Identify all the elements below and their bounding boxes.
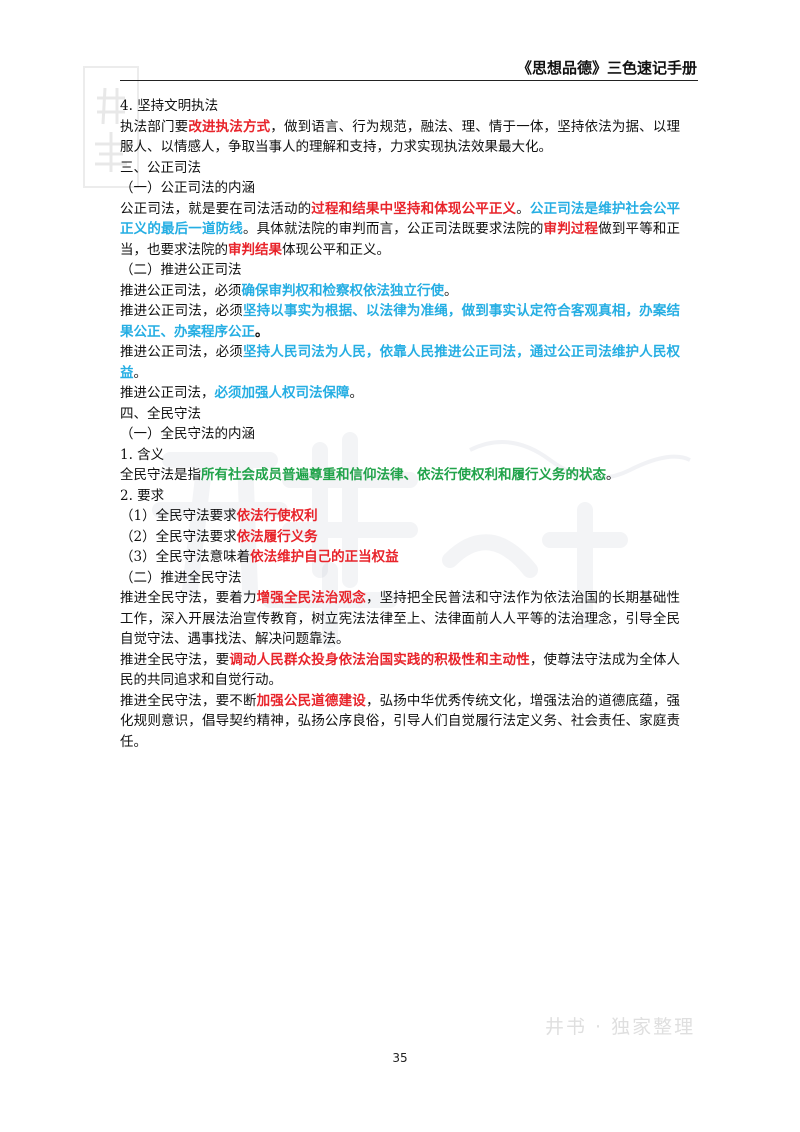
paragraph: 推进公正司法，必须坚持以事实为根据、以法律为准绳，做到事实认定符合客观真相，办案… <box>120 301 680 342</box>
paragraph: 推进全民守法，要调动人民群众投身依法治国实践的积极性和主动性，使尊法守法成为全体… <box>120 650 680 691</box>
text: 推进全民守法，要 <box>120 651 230 668</box>
highlight-red: 审判过程 <box>543 221 599 237</box>
logo-stamp <box>83 66 139 188</box>
logo-stamp-graphic <box>95 87 127 172</box>
paragraph: 推进公正司法，必须确保审判权和检察权依法独立行使。 <box>120 281 680 302</box>
item-heading: 1. 含义 <box>120 446 165 463</box>
text: 体现公平和正义。 <box>282 241 390 258</box>
text: 推进公正司法，必须 <box>120 303 243 319</box>
paragraph: 推进全民守法，要不断加强公民道德建设，弘扬中华优秀传统文化，增强法治的道德底蕴，… <box>120 691 680 753</box>
text: 推进公正司法，必须 <box>120 344 243 360</box>
highlight-red: 改进执法方式 <box>188 118 271 135</box>
text: （1）全民守法要求 <box>120 508 237 524</box>
text: 。 <box>255 323 269 340</box>
paragraph: 公正司法，就是要在司法活动的过程和结果中坚持和体现公平正义。公正司法是维护社会公… <box>120 199 680 261</box>
text: 。 <box>606 467 620 483</box>
highlight-red: 依法维护自己的正当权益 <box>250 549 399 565</box>
text: 推进全民守法，要不断 <box>120 692 257 709</box>
text: 公正司法，就是要在司法活动的 <box>120 200 312 217</box>
header-divider <box>120 80 698 81</box>
text: 。具体就法院的审判而言，公正司法既要求法院的 <box>242 221 544 237</box>
page-number: 35 <box>392 1051 408 1065</box>
text: ，弘扬中华优秀传统文化，增强法治的道德底蕴，强化规则意识，倡导契约精神，弘扬公序… <box>120 692 681 750</box>
section-heading: 三、公正司法 <box>120 159 201 176</box>
paragraph: 全民守法是指所有社会成员普遍尊重和信仰法律、依法行使权利和履行义务的状态。 <box>120 465 680 486</box>
paragraph: 推进全民守法，要着力增强全民法治观念，坚持把全民普法和守法作为依法治国的长期基础… <box>120 588 680 650</box>
highlight-red: 加强公民道德建设 <box>256 692 366 709</box>
list-item: （3）全民守法意味着依法维护自己的正当权益 <box>120 547 680 568</box>
highlight-blue: 坚持人民司法为人民，依靠人民推进公正司法，通过公正司法维护人民权益 <box>120 344 681 381</box>
list-item: （2）全民守法要求依法履行义务 <box>120 527 680 548</box>
watermark <box>150 420 710 650</box>
highlight-blue: 确保审判权和检察权依法独立行使 <box>241 282 445 299</box>
highlight-blue: 公正司法是维护社会公平正义的最后一道防线 <box>120 200 681 238</box>
section-heading: 4. 坚持文明执法 <box>120 98 219 114</box>
watermark-graphic <box>152 432 691 648</box>
highlight-red: 依法行使权利 <box>236 508 318 524</box>
page-header-title: 《思想品德》三色速记手册 <box>516 59 697 77</box>
highlight-blue: 坚持以事实为根据、以法律为准绳，做到事实认定符合客观真相，办案结果公正、办案程序… <box>120 303 681 340</box>
text: 。 <box>444 282 458 299</box>
text: （3）全民守法意味着 <box>120 549 251 565</box>
text: 推进全民守法，要着力 <box>120 590 257 606</box>
item-heading: 2. 要求 <box>120 487 165 504</box>
paragraph: 推进公正司法，必须坚持人民司法为人民，依靠人民推进公正司法，通过公正司法维护人民… <box>120 342 680 383</box>
highlight-red: 依法履行义务 <box>236 528 318 545</box>
highlight-red: 调动人民群众投身依法治国实践的积极性和主动性 <box>229 651 530 668</box>
text: 。 <box>516 200 530 217</box>
paragraph: 执法部门要改进执法方式，做到语言、行为规范，融法、理、情于一体，坚持依法为据、以… <box>120 117 680 158</box>
document-body: 4. 坚持文明执法 执法部门要改进执法方式，做到语言、行为规范，融法、理、情于一… <box>120 96 680 752</box>
subsection-heading: （二）推进全民守法 <box>120 569 242 586</box>
subsection-heading: （一）公正司法的内涵 <box>120 180 255 196</box>
highlight-green: 所有社会成员普遍尊重和信仰法律、依法行使权利和履行义务的状态 <box>201 467 606 483</box>
text: （2）全民守法要求 <box>120 528 237 545</box>
text: 推进公正司法， <box>120 385 215 401</box>
highlight-red: 过程和结果中坚持和体现公平正义 <box>311 200 517 217</box>
subsection-heading: （二）推进公正司法 <box>120 262 242 278</box>
text: 全民守法是指 <box>120 467 201 483</box>
text: 。 <box>133 364 148 381</box>
text: 。 <box>349 385 364 401</box>
list-item: （1）全民守法要求依法行使权利 <box>120 506 680 527</box>
text: ，做到语言、行为规范，融法、理、情于一体，坚持依法为据、以理服人、以情感人，争取… <box>120 118 681 156</box>
highlight-red: 审判结果 <box>228 241 282 258</box>
text: ，使尊法守法成为全体人民的共同追求和自觉行动。 <box>120 651 681 689</box>
highlight-blue: 必须加强人权司法保障 <box>214 385 350 401</box>
text: 执法部门要 <box>120 118 189 135</box>
section-heading: 四、全民守法 <box>120 405 201 422</box>
text: ，坚持把全民普法和守法作为依法治国的长期基础性工作，深入开展法治宣传教育，树立宪… <box>120 590 681 647</box>
text: 做到平等和正当，也要求法院的 <box>120 221 681 258</box>
paragraph: 推进公正司法，必须加强人权司法保障。 <box>120 383 680 404</box>
text: 推进公正司法，必须 <box>120 282 242 299</box>
watermark-footer: 井书 · 独家整理 <box>545 1016 696 1038</box>
highlight-red: 增强全民法治观念 <box>256 590 366 606</box>
subsection-heading: （一）全民守法的内涵 <box>120 426 255 442</box>
